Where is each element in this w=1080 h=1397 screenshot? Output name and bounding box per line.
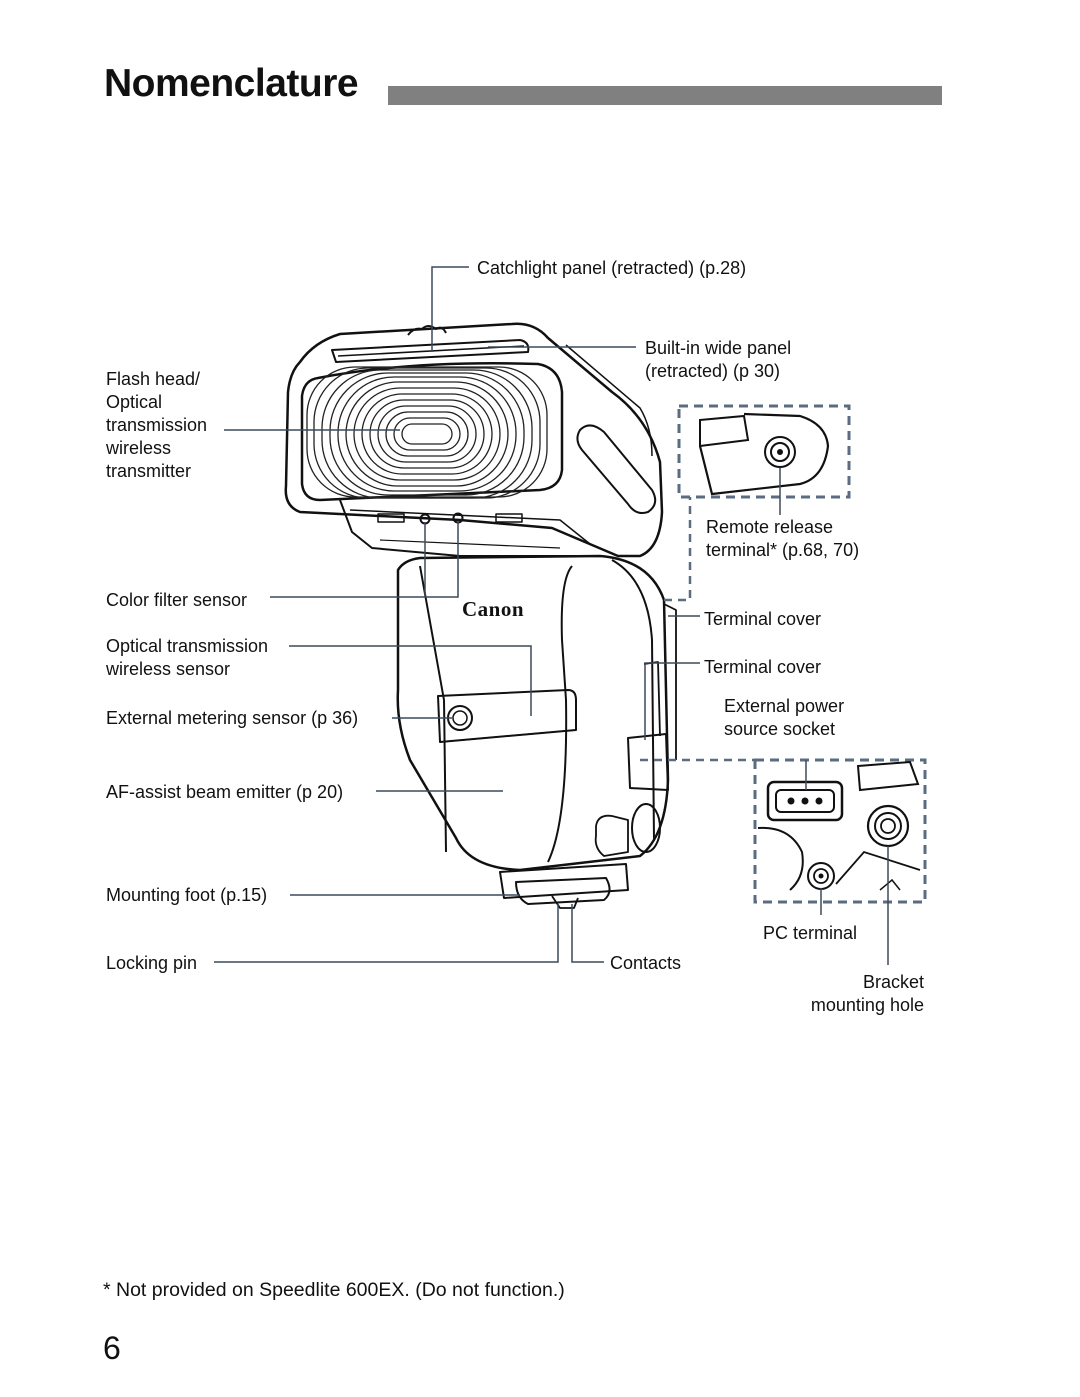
- inset-terminals: [640, 758, 927, 904]
- label-contacts: Contacts: [610, 953, 682, 973]
- label-external-metering: External metering sensor (p 36): [106, 708, 359, 728]
- flash-body: [396, 554, 677, 909]
- title-rule: [388, 86, 942, 105]
- label-catchlight-panel: Catchlight panel (retracted) (p.28): [477, 258, 747, 278]
- label-flash-head: Flash head/ Optical transmission wireles…: [106, 369, 208, 481]
- page-number: 6: [103, 1330, 121, 1366]
- page-title: Nomenclature: [104, 62, 359, 105]
- label-mounting-foot: Mounting foot (p.15): [106, 885, 268, 905]
- label-af-assist: AF-assist beam emitter (p 20): [106, 782, 344, 802]
- label-color-filter-sensor: Color filter sensor: [106, 590, 248, 610]
- label-external-power: External power source socket: [724, 696, 845, 739]
- label-terminal-cover-1: Terminal cover: [704, 609, 822, 629]
- leader-lines: [214, 266, 889, 965]
- footnote: * Not provided on Speedlite 600EX. (Do n…: [103, 1279, 565, 1301]
- inset-remote-release: [664, 404, 851, 602]
- label-remote-release: Remote release terminal* (p.68, 70): [706, 517, 860, 560]
- label-bracket-hole: Bracket mounting hole: [810, 972, 924, 1015]
- flash-head: [284, 322, 664, 558]
- canon-logo: Canon: [462, 597, 525, 621]
- fresnel-lens: [306, 366, 548, 499]
- label-optical-sensor: Optical transmission wireless sensor: [106, 636, 269, 679]
- label-locking-pin: Locking pin: [106, 953, 198, 973]
- label-pc-terminal: PC terminal: [763, 923, 858, 943]
- label-wide-panel: Built-in wide panel (retracted) (p 30): [645, 338, 792, 381]
- label-terminal-cover-2: Terminal cover: [704, 657, 822, 677]
